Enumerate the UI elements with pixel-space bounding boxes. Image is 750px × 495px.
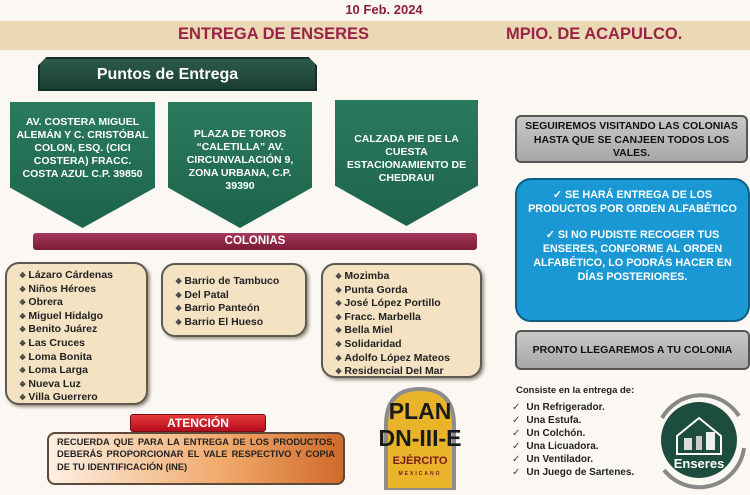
location-2: PLAZA DE TOROS “CALETILLA” AV. CIRCUNVAL…: [168, 102, 312, 228]
list-item: Loma Larga: [19, 364, 146, 378]
consiste-title: Consiste en la entrega de:: [516, 385, 635, 396]
list-item: ✓Un Refrigerador.: [512, 402, 605, 413]
colonias-list-2: Barrio de Tambuco Del Patal Barrio Pante…: [161, 263, 307, 337]
check-icon: ✓: [512, 454, 521, 465]
list-item: Barrio de Tambuco: [175, 275, 305, 289]
page-title: ENTREGA DE ENSERES: [178, 25, 370, 43]
list-item: Fracc. Marbella: [335, 311, 480, 325]
list-item: Loma Bonita: [19, 351, 146, 365]
list-item: Del Patal: [175, 289, 305, 303]
location-3: CALZADA PIE DE LA CUESTA ESTACIONAMIENTO…: [335, 100, 478, 226]
list-item: Villa Guerrero: [19, 391, 146, 405]
atencion-text: RECUERDA QUE PARA LA ENTREGA DE LOS PROD…: [47, 432, 345, 485]
plan-dn-iii-e-logo: PLAN DN-III-E EJÉRCITO MEXICANO: [378, 385, 462, 492]
list-item: ✓Una Licuadora.: [512, 441, 599, 452]
list-item: Nueva Luz: [19, 378, 146, 392]
colonias-list-3: Mozimba Punta Gorda José López Portillo …: [321, 263, 482, 378]
list-item: Mozimba: [335, 270, 480, 284]
logo-line2: DN-III-E: [378, 425, 462, 451]
info-box: ✓ SE HARÁ ENTREGA DE LOS PRODUCTOS POR O…: [515, 178, 750, 322]
logo-shield-icon: [384, 386, 456, 492]
colonias-list-1: Lázaro Cárdenas Niños Héroes Obrera Migu…: [5, 262, 148, 405]
list-item: Barrio Panteón: [175, 302, 305, 316]
list-item: ✓Una Estufa.: [512, 415, 582, 426]
list-item: ✓Un Juego de Sartenes.: [512, 467, 635, 478]
list-item: Obrera: [19, 296, 146, 310]
list-item: Bella Miel: [335, 324, 480, 338]
items-list: ✓Un Refrigerador. ✓Una Estufa. ✓Un Colch…: [512, 401, 634, 479]
check-icon: ✓: [512, 402, 521, 413]
pronto-note: PRONTO LLEGAREMOS A TU COLONIA: [515, 330, 750, 370]
posteriores-note: ✓ SI NO PUDISTE RECOGER TUS ENSERES, CON…: [533, 229, 732, 283]
check-icon: ✓: [545, 229, 558, 241]
cycle-arrows-icon: [660, 393, 746, 490]
municipality: MPIO. DE ACAPULCO.: [506, 25, 683, 43]
date: 10 Feb. 2024: [345, 2, 423, 17]
list-item: Lázaro Cárdenas: [19, 269, 146, 283]
header-band: [0, 21, 750, 50]
location-1: AV. COSTERA MIGUEL ALEMÁN Y C. CRISTÓBAL…: [10, 102, 155, 228]
list-item: Niños Héroes: [19, 283, 146, 297]
seguiremos-note: SEGUIREMOS VISITANDO LAS COLONIAS HASTA …: [515, 115, 748, 163]
list-item: ✓Un Colchón.: [512, 428, 586, 439]
logo-line1: PLAN: [388, 398, 452, 424]
list-item: Barrio El Hueso: [175, 316, 305, 330]
list-item: Miguel Hidalgo: [19, 310, 146, 324]
list-item: José López Portillo: [335, 297, 480, 311]
list-item: Benito Juárez: [19, 323, 146, 337]
check-icon: ✓: [512, 467, 521, 478]
check-icon: ✓: [512, 441, 521, 452]
list-item: Adolfo López Mateos: [335, 352, 480, 366]
logo-line3: EJÉRCITO: [392, 455, 448, 467]
list-item: Solidaridad: [335, 338, 480, 352]
enseres-badge: Enseres: [644, 388, 750, 490]
orden-note: ✓ SE HARÁ ENTREGA DE LOS PRODUCTOS POR O…: [528, 189, 737, 215]
atencion-label: ATENCIÓN: [130, 414, 266, 432]
list-item: Residencial Del Mar: [335, 365, 480, 379]
enseres-label: Enseres: [673, 456, 725, 471]
check-icon: ✓: [552, 189, 565, 201]
puntos-banner: Puntos de Entrega: [38, 57, 317, 91]
check-icon: ✓: [512, 415, 521, 426]
logo-line4: MEXICANO: [398, 471, 442, 477]
list-item: Punta Gorda: [335, 284, 480, 298]
colonias-bar: COLONIAS: [33, 233, 477, 250]
check-icon: ✓: [512, 428, 521, 439]
list-item: ✓Un Ventilador.: [512, 454, 594, 465]
list-item: Las Cruces: [19, 337, 146, 351]
